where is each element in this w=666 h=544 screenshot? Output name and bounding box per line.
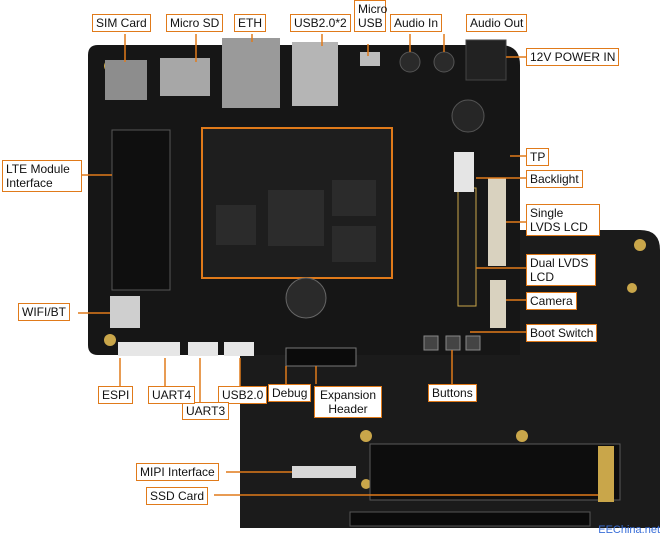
audio-in-label: Audio In	[390, 14, 443, 32]
sim-card-label: SIM Card	[92, 14, 151, 32]
sim-card-slot	[105, 60, 147, 100]
power-jack	[465, 39, 507, 81]
lte-module-label: LTE Module Interface	[2, 160, 82, 192]
wifi-bt-label: WIFI/BT	[18, 303, 70, 321]
eth-label: ETH	[234, 14, 266, 32]
backlight-connector	[454, 152, 474, 192]
single-lvds-label: Single LVDS LCD	[526, 204, 600, 236]
mipi-interface-label: MIPI Interface	[136, 463, 219, 481]
som-cpu	[268, 190, 324, 246]
ssd-connector	[598, 446, 614, 502]
coin-battery	[285, 277, 327, 319]
lvds-dual-connector	[457, 187, 477, 307]
power-in-label: 12V POWER IN	[526, 48, 620, 66]
som-chip-b	[332, 180, 376, 216]
micro-usb-connector	[360, 52, 380, 66]
buttons-label: Buttons	[428, 384, 477, 402]
ssd-module	[369, 443, 621, 501]
camera-label: Camera	[526, 292, 577, 310]
dual-lvds-label: Dual LVDS LCD	[526, 254, 596, 286]
som-chip-a	[216, 205, 256, 245]
lvds-single-connector	[488, 178, 506, 266]
backlight-label: Backlight	[526, 170, 583, 188]
uart4-label: UART4	[148, 386, 196, 404]
micro-sd-label: Micro SD	[166, 14, 224, 32]
usb-host-connector	[292, 42, 338, 106]
micro-sd-slot	[160, 58, 210, 96]
audio-out-label: Audio Out	[466, 14, 528, 32]
bottom-connectors	[118, 342, 254, 356]
wifi-module	[110, 296, 140, 328]
audio-out-jack	[433, 51, 455, 73]
espi-label: ESPI	[98, 386, 134, 404]
debug-label: Debug	[268, 384, 312, 402]
boot-switch-label: Boot Switch	[526, 324, 598, 342]
eth-jack	[222, 38, 280, 108]
camera-connector	[490, 280, 506, 328]
micro-usb-label: Micro USB	[354, 0, 387, 32]
mipi-connector	[292, 466, 356, 478]
usb20x2-label: USB2.0*2	[290, 14, 351, 32]
callout-lines	[78, 34, 598, 496]
push-buttons	[423, 335, 481, 351]
uart3-label: UART3	[182, 402, 230, 420]
expansion-header-label: Expansion Header	[314, 386, 382, 418]
tp-label: TP	[526, 148, 550, 166]
bottom-header	[349, 511, 591, 527]
inductor	[451, 99, 485, 133]
watermark: EEChina.net	[598, 524, 660, 536]
audio-in-jack	[399, 51, 421, 73]
usb20-label: USB2.0	[218, 386, 268, 404]
expansion-header-pins	[285, 347, 357, 367]
ssd-card-label: SSD Card	[146, 487, 209, 505]
lte-slot	[111, 129, 171, 291]
som-chip-c	[332, 226, 376, 262]
